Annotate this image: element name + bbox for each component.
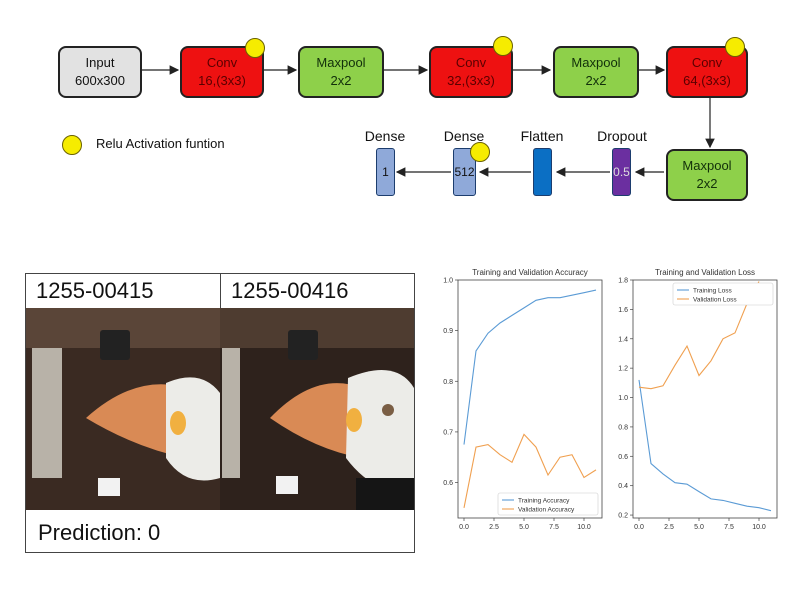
legend-label-0: Training Loss — [693, 288, 733, 295]
x-tick-label: 0.0 — [459, 524, 469, 531]
relu-legend-dot — [62, 135, 82, 155]
y-tick-label: 1.0 — [618, 395, 628, 402]
x-tick-label: 2.5 — [664, 524, 674, 531]
conv3-params: 64,(3x3) — [683, 73, 731, 88]
dense1-units: 1 — [382, 165, 389, 179]
series-line-0 — [638, 379, 772, 512]
y-tick-label: 1.4 — [618, 336, 628, 343]
conv1-title: Conv — [206, 55, 238, 70]
maxpool3-title: Maxpool — [682, 158, 732, 173]
dense512-layer: 512 — [453, 148, 476, 196]
y-tick-label: 0.4 — [618, 483, 628, 490]
dense1-label: Dense — [364, 128, 406, 144]
legend-box — [497, 492, 599, 516]
y-tick-label: 0.8 — [443, 379, 453, 386]
input-title: Input — [85, 55, 115, 70]
dense512-label: Dense — [443, 128, 485, 144]
legend-label-0: Training Accuracy — [518, 498, 570, 505]
legend-box — [672, 282, 774, 306]
left-image-id: 1255-00415 — [36, 278, 154, 303]
series-line-1 — [638, 281, 760, 390]
relu-dot-dense512 — [470, 142, 490, 162]
x-tick-label: 7.5 — [549, 524, 559, 531]
x-tick-label: 5.0 — [694, 524, 704, 531]
conv2-title: Conv — [455, 55, 487, 70]
series-line-0 — [463, 289, 597, 445]
y-tick-label: 1.6 — [618, 307, 628, 314]
dropout-layer: 0.5 — [612, 148, 631, 196]
relu-dot-conv2 — [493, 36, 513, 56]
maxpool3-node: Maxpool 2x2 — [666, 149, 748, 201]
dropout-label: Dropout — [597, 128, 647, 144]
maxpool2-node: Maxpool 2x2 — [553, 46, 639, 98]
maxpool1-title: Maxpool — [316, 55, 366, 70]
conv3-title: Conv — [691, 55, 723, 70]
y-tick-label: 1.2 — [618, 366, 628, 373]
y-tick-label: 0.2 — [618, 513, 628, 520]
maxpool2-size: 2x2 — [585, 73, 607, 88]
input-size: 600x300 — [75, 73, 125, 88]
maxpool1-size: 2x2 — [330, 73, 352, 88]
chart-title: Training and Validation Loss — [655, 268, 755, 277]
dense512-units: 512 — [454, 165, 475, 179]
right-image-id: 1255-00416 — [220, 274, 414, 308]
y-tick-label: 0.9 — [443, 328, 453, 335]
x-tick-label: 10.0 — [752, 524, 766, 531]
x-tick-label: 0.0 — [634, 524, 644, 531]
x-tick-label: 10.0 — [577, 524, 591, 531]
y-tick-label: 0.7 — [443, 429, 453, 436]
conv1-params: 16,(3x3) — [198, 73, 246, 88]
relu-dot-conv1 — [245, 38, 265, 58]
maxpool1-node: Maxpool 2x2 — [298, 46, 384, 98]
y-tick-label: 1.0 — [443, 278, 453, 285]
conv1-node: Conv 16,(3x3) — [180, 46, 264, 98]
dropout-rate: 0.5 — [613, 165, 630, 179]
relu-dot-conv3 — [725, 37, 745, 57]
x-tick-label: 2.5 — [489, 524, 499, 531]
flatten-layer — [533, 148, 552, 196]
prediction-panel: 1255-00415 1255-00416 Prediction: 0 — [25, 273, 415, 553]
input-node: Input 600x300 — [58, 46, 142, 98]
legend-label-1: Validation Loss — [693, 297, 737, 304]
legend-label-1: Validation Accuracy — [518, 507, 575, 514]
x-tick-label: 7.5 — [724, 524, 734, 531]
specimen-photos — [26, 308, 414, 510]
conv2-params: 32,(3x3) — [447, 73, 495, 88]
y-tick-label: 0.6 — [443, 480, 453, 487]
relu-legend-label: Relu Activation funtion — [96, 136, 225, 151]
y-tick-label: 1.8 — [618, 278, 628, 285]
x-tick-label: 5.0 — [519, 524, 529, 531]
plot-frame — [457, 279, 603, 519]
loss-chart: Training and Validation Loss 0.2 0.4 0.6 0.8… — [618, 268, 778, 531]
y-tick-label: 0.6 — [618, 454, 628, 461]
maxpool3-size: 2x2 — [696, 176, 718, 191]
y-tick-label: 0.8 — [618, 424, 628, 431]
plot-frame — [632, 279, 778, 519]
flatten-label: Flatten — [520, 128, 564, 144]
chart-title: Training and Validation Accuracy — [472, 268, 588, 277]
series-line-1 — [463, 433, 597, 509]
maxpool2-title: Maxpool — [571, 55, 621, 70]
accuracy-chart: Training and Validation Accuracy 0.6 0.7 0.… — [443, 268, 603, 531]
prediction-text: Prediction: 0 — [38, 520, 161, 545]
dense1-layer: 1 — [376, 148, 395, 196]
